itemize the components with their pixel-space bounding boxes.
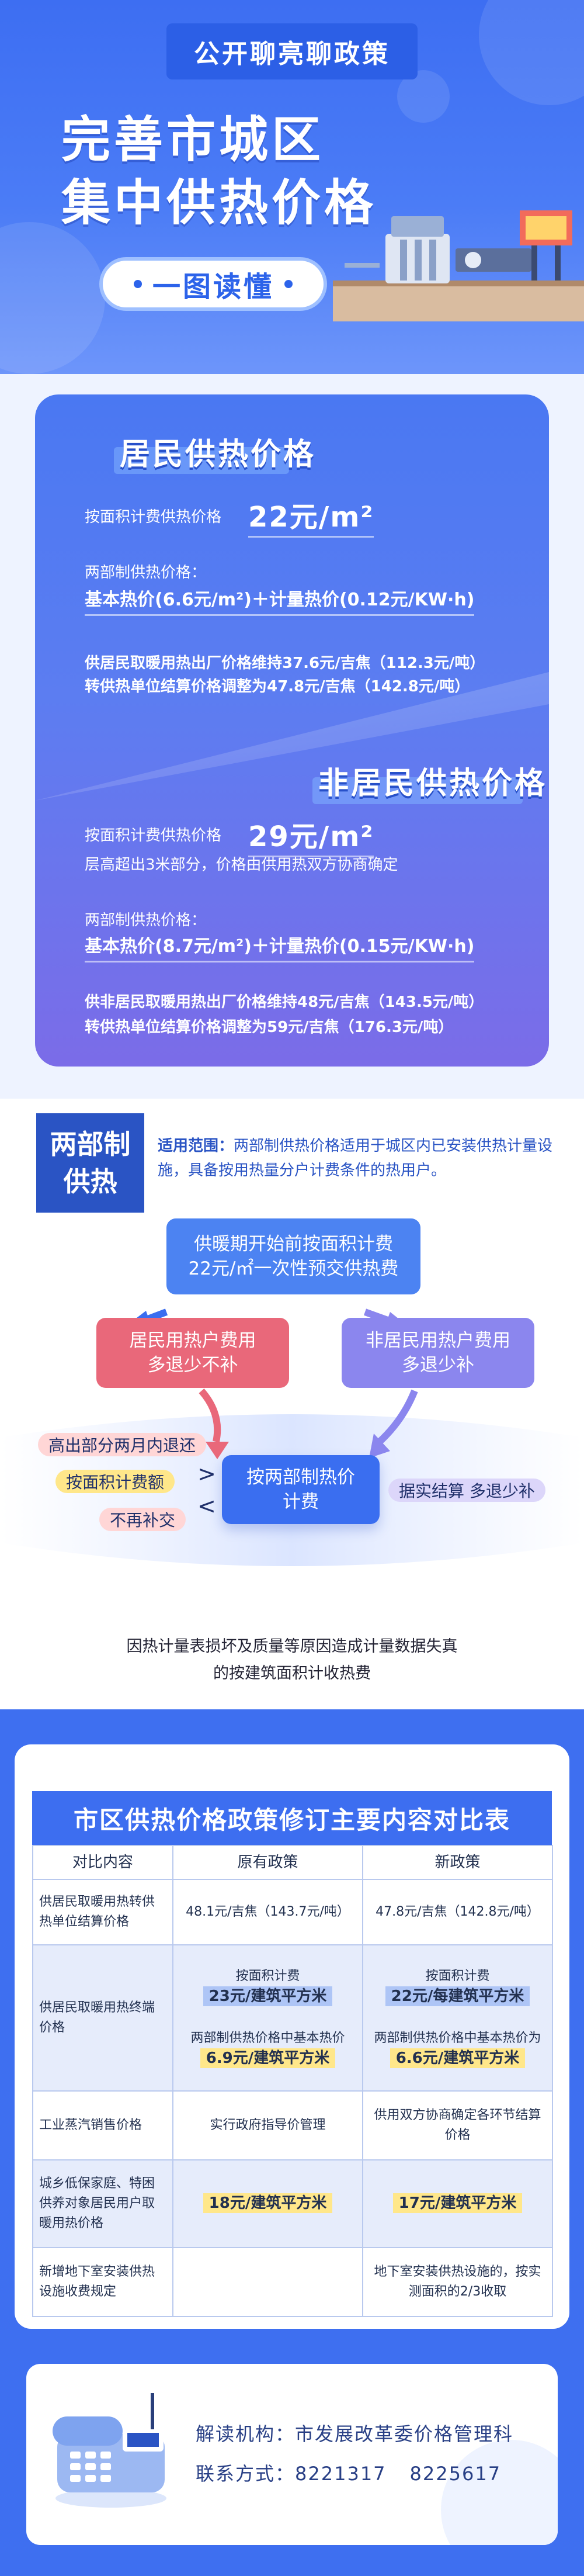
nonresidential-area-label: 按面积计费供热价格: [85, 827, 222, 844]
scope-body: 两部制供热价格适用于城区内已安装供热计量设施，具备按用热量分户计费条件的热用户。: [158, 1137, 553, 1179]
row2-new-area-label: 按面积计费: [425, 1969, 490, 1983]
table-row: 供居民取暖用热终端价格 按面积计费 23元/建筑平方米 两部制供热价格中基本热价…: [32, 1944, 553, 2092]
title-line-2: 集中供热价格: [61, 174, 377, 231]
flow-nonresidential-box: 非居民用热户费用 多退少补: [342, 1318, 534, 1388]
row5-new: 地下室安装供热设施的，按实测面积的2/3收取: [362, 2247, 553, 2317]
residential-two-part-formula: 基本热价(6.6元/m²)＋计量热价(0.12元/KW·h): [85, 587, 475, 616]
header-item: 对比内容: [32, 1845, 173, 1880]
row4-old: 18元/建筑平方米: [172, 2159, 363, 2248]
badge-label: 一图读懂: [152, 271, 274, 303]
row2-item: 供居民取暖用热终端价格: [32, 1944, 173, 2092]
residential-two-part-label: 两部制供热价格：: [85, 564, 207, 581]
header-tag: 公开聊亮聊政策: [166, 23, 418, 79]
meter-failure-note: 因热计量表损坏及质量等原因造成计量数据失真 的按建筑面积计收热费: [88, 1633, 496, 1687]
flow-two-part-line-1: 按两部制热价: [246, 1467, 355, 1488]
flow-nonresidential-line-1: 非居民用热户费用: [366, 1330, 510, 1351]
table-row: 新增地下室安装供热设施收费规定 地下室安装供热设施的，按实测面积的2/3收取: [32, 2247, 553, 2317]
title-line-1: 完善市城区: [61, 111, 325, 168]
nonresidential-two-part-formula: 基本热价(8.7元/m²)＋计量热价(0.15元/KW·h): [85, 934, 475, 962]
flow-residential-line-2: 多退少不补: [147, 1355, 238, 1376]
phone-2: 8225617: [409, 2463, 502, 2485]
row5-old: [172, 2247, 363, 2317]
row2-new-area-value: 22元/每建筑平方米: [385, 1986, 530, 2006]
greater-than-icon: >: [197, 1461, 216, 1487]
row2-new-base-value: 6.6元/建筑平方米: [390, 2048, 526, 2068]
row1-new: 47.8元/吉焦（142.8元/吨）: [362, 1879, 553, 1945]
flow-prepay-line-2: 22元/㎡一次性预交供热费: [188, 1258, 399, 1279]
residential-heading: 居民供热价格: [120, 437, 317, 472]
scope-label: 适用范围：: [158, 1137, 234, 1155]
org-name: 市发展改革委价格管理科: [295, 2423, 514, 2445]
pill-area-fee: 按面积计费额: [55, 1470, 175, 1493]
table-row: 工业蒸汽销售价格 实行政府指导价管理 供用双方协商确定各环节结算价格: [32, 2090, 553, 2160]
two-part-tag: 两部制 供热: [36, 1113, 144, 1213]
nonresidential-transfer-price: 转供热单位结算价格调整为59元/吉焦（176.3元/吨）: [85, 1019, 454, 1036]
nonresidential-heading: 非居民供热价格: [318, 766, 548, 801]
row1-item: 供居民取暖用热转供热单位结算价格: [32, 1879, 173, 1945]
heating-plant-icon: [333, 210, 584, 321]
nonresidential-source-price: 供非居民取暖用热出厂价格维持48元/吉焦（143.5元/吨）: [85, 993, 484, 1011]
less-than-icon: <: [197, 1493, 216, 1519]
row2-new: 按面积计费 22元/每建筑平方米 两部制供热价格中基本热价为 6.6元/建筑平方…: [362, 1944, 553, 2092]
flow-nonresidential-line-2: 多退少补: [402, 1355, 474, 1376]
table-header-row: 对比内容 原有政策 新政策: [32, 1845, 553, 1880]
row2-old-base-label: 两部制供热价格中基本热价: [190, 2031, 345, 2045]
nonresidential-height-note: 层高超出3米部分，价格由供用热双方协商确定: [85, 856, 398, 874]
comparison-table: 对比内容 原有政策 新政策 供居民取暖用热转供热单位结算价格 48.1元/吉焦（…: [32, 1845, 553, 2317]
residential-area-label: 按面积计费供热价格: [85, 508, 222, 526]
flow-prepay-line-1: 供暖期开始前按面积计费: [193, 1234, 393, 1255]
read-badge: 一图读懂: [99, 257, 327, 311]
price-panel: [35, 394, 549, 1067]
flow-residential-line-1: 居民用热户费用: [129, 1330, 256, 1351]
nonresidential-area-price: 29元/m²: [248, 813, 374, 857]
table-row: 城乡低保家庭、特困供养对象居民用户取暖用热价格 18元/建筑平方米 17元/建筑…: [32, 2159, 553, 2248]
row1-old: 48.1元/吉焦（143.7元/吨）: [172, 1879, 363, 1945]
row2-old-area-label: 按面积计费: [235, 1969, 300, 1983]
row4-new: 17元/建筑平方米: [362, 2159, 553, 2248]
flow-prepay-box: 供暖期开始前按面积计费 22元/㎡一次性预交供热费: [166, 1218, 420, 1294]
pill-no-extra: 不再补交: [99, 1508, 186, 1531]
footer-org: 解读机构：市发展改革委价格管理科: [196, 2419, 513, 2446]
phone-1: 8221317: [295, 2463, 387, 2485]
org-label: 解读机构：: [196, 2423, 296, 2445]
residential-source-price: 供居民取暖用热出厂价格维持37.6元/吉焦（112.3元/吨）: [85, 655, 485, 672]
pill-refund: 高出部分两月内退还: [38, 1433, 207, 1456]
row2-new-base-label: 两部制供热价格中基本热价为: [374, 2031, 541, 2045]
nonresidential-two-part-label: 两部制供热价格：: [85, 912, 207, 929]
row4-old-value: 18元/建筑平方米: [203, 2193, 333, 2213]
tag-line-2: 供热: [63, 1166, 117, 1197]
page-title: 完善市城区 集中供热价格: [61, 108, 377, 234]
note-line-2: 的按建筑面积计收热费: [213, 1664, 371, 1682]
table-row: 供居民取暖用热转供热单位结算价格 48.1元/吉焦（143.7元/吨） 47.8…: [32, 1879, 553, 1945]
footer-contact: 联系方式：8221317 8225617: [196, 2459, 501, 2486]
row3-item: 工业蒸汽销售价格: [32, 2090, 173, 2160]
dot-icon: [284, 280, 293, 288]
row5-item: 新增地下室安装供热设施收费规定: [32, 2247, 173, 2317]
row4-new-value: 17元/建筑平方米: [392, 2193, 523, 2213]
flow-residential-box: 居民用热户费用 多退少不补: [96, 1318, 289, 1388]
row3-new: 供用双方协商确定各环节结算价格: [362, 2090, 553, 2160]
telephone-icon: [53, 2393, 166, 2508]
row2-old-area-value: 23元/建筑平方米: [203, 1986, 333, 2006]
row2-old: 按面积计费 23元/建筑平方米 两部制供热价格中基本热价 6.9元/建筑平方米: [172, 1944, 363, 2092]
comparison-title: 市区供热价格政策修订主要内容对比表: [32, 1791, 552, 1845]
residential-area-price: 22元/m²: [248, 494, 374, 538]
residential-transfer-price: 转供热单位结算价格调整为47.8元/吉焦（142.8元/吨）: [85, 678, 470, 695]
row3-old: 实行政府指导价管理: [172, 2090, 363, 2160]
row2-old-base-value: 6.9元/建筑平方米: [200, 2048, 336, 2068]
header-old: 原有政策: [172, 1845, 363, 1880]
pill-settle: 据实结算 多退少补: [388, 1479, 545, 1502]
scope-text: 适用范围：两部制供热价格适用于城区内已安装供热计量设施，具备按用热量分户计费条件…: [158, 1134, 566, 1183]
header-new: 新政策: [362, 1845, 553, 1880]
contact-label: 联系方式：: [196, 2463, 296, 2485]
flow-two-part-box: 按两部制热价 计费: [222, 1455, 380, 1524]
row4-item: 城乡低保家庭、特困供养对象居民用户取暖用热价格: [32, 2159, 173, 2248]
dot-icon: [133, 280, 142, 288]
tag-line-1: 两部制: [50, 1128, 131, 1160]
note-line-1: 因热计量表损坏及质量等原因造成计量数据失真: [126, 1637, 458, 1656]
flow-two-part-line-2: 计费: [283, 1491, 319, 1512]
